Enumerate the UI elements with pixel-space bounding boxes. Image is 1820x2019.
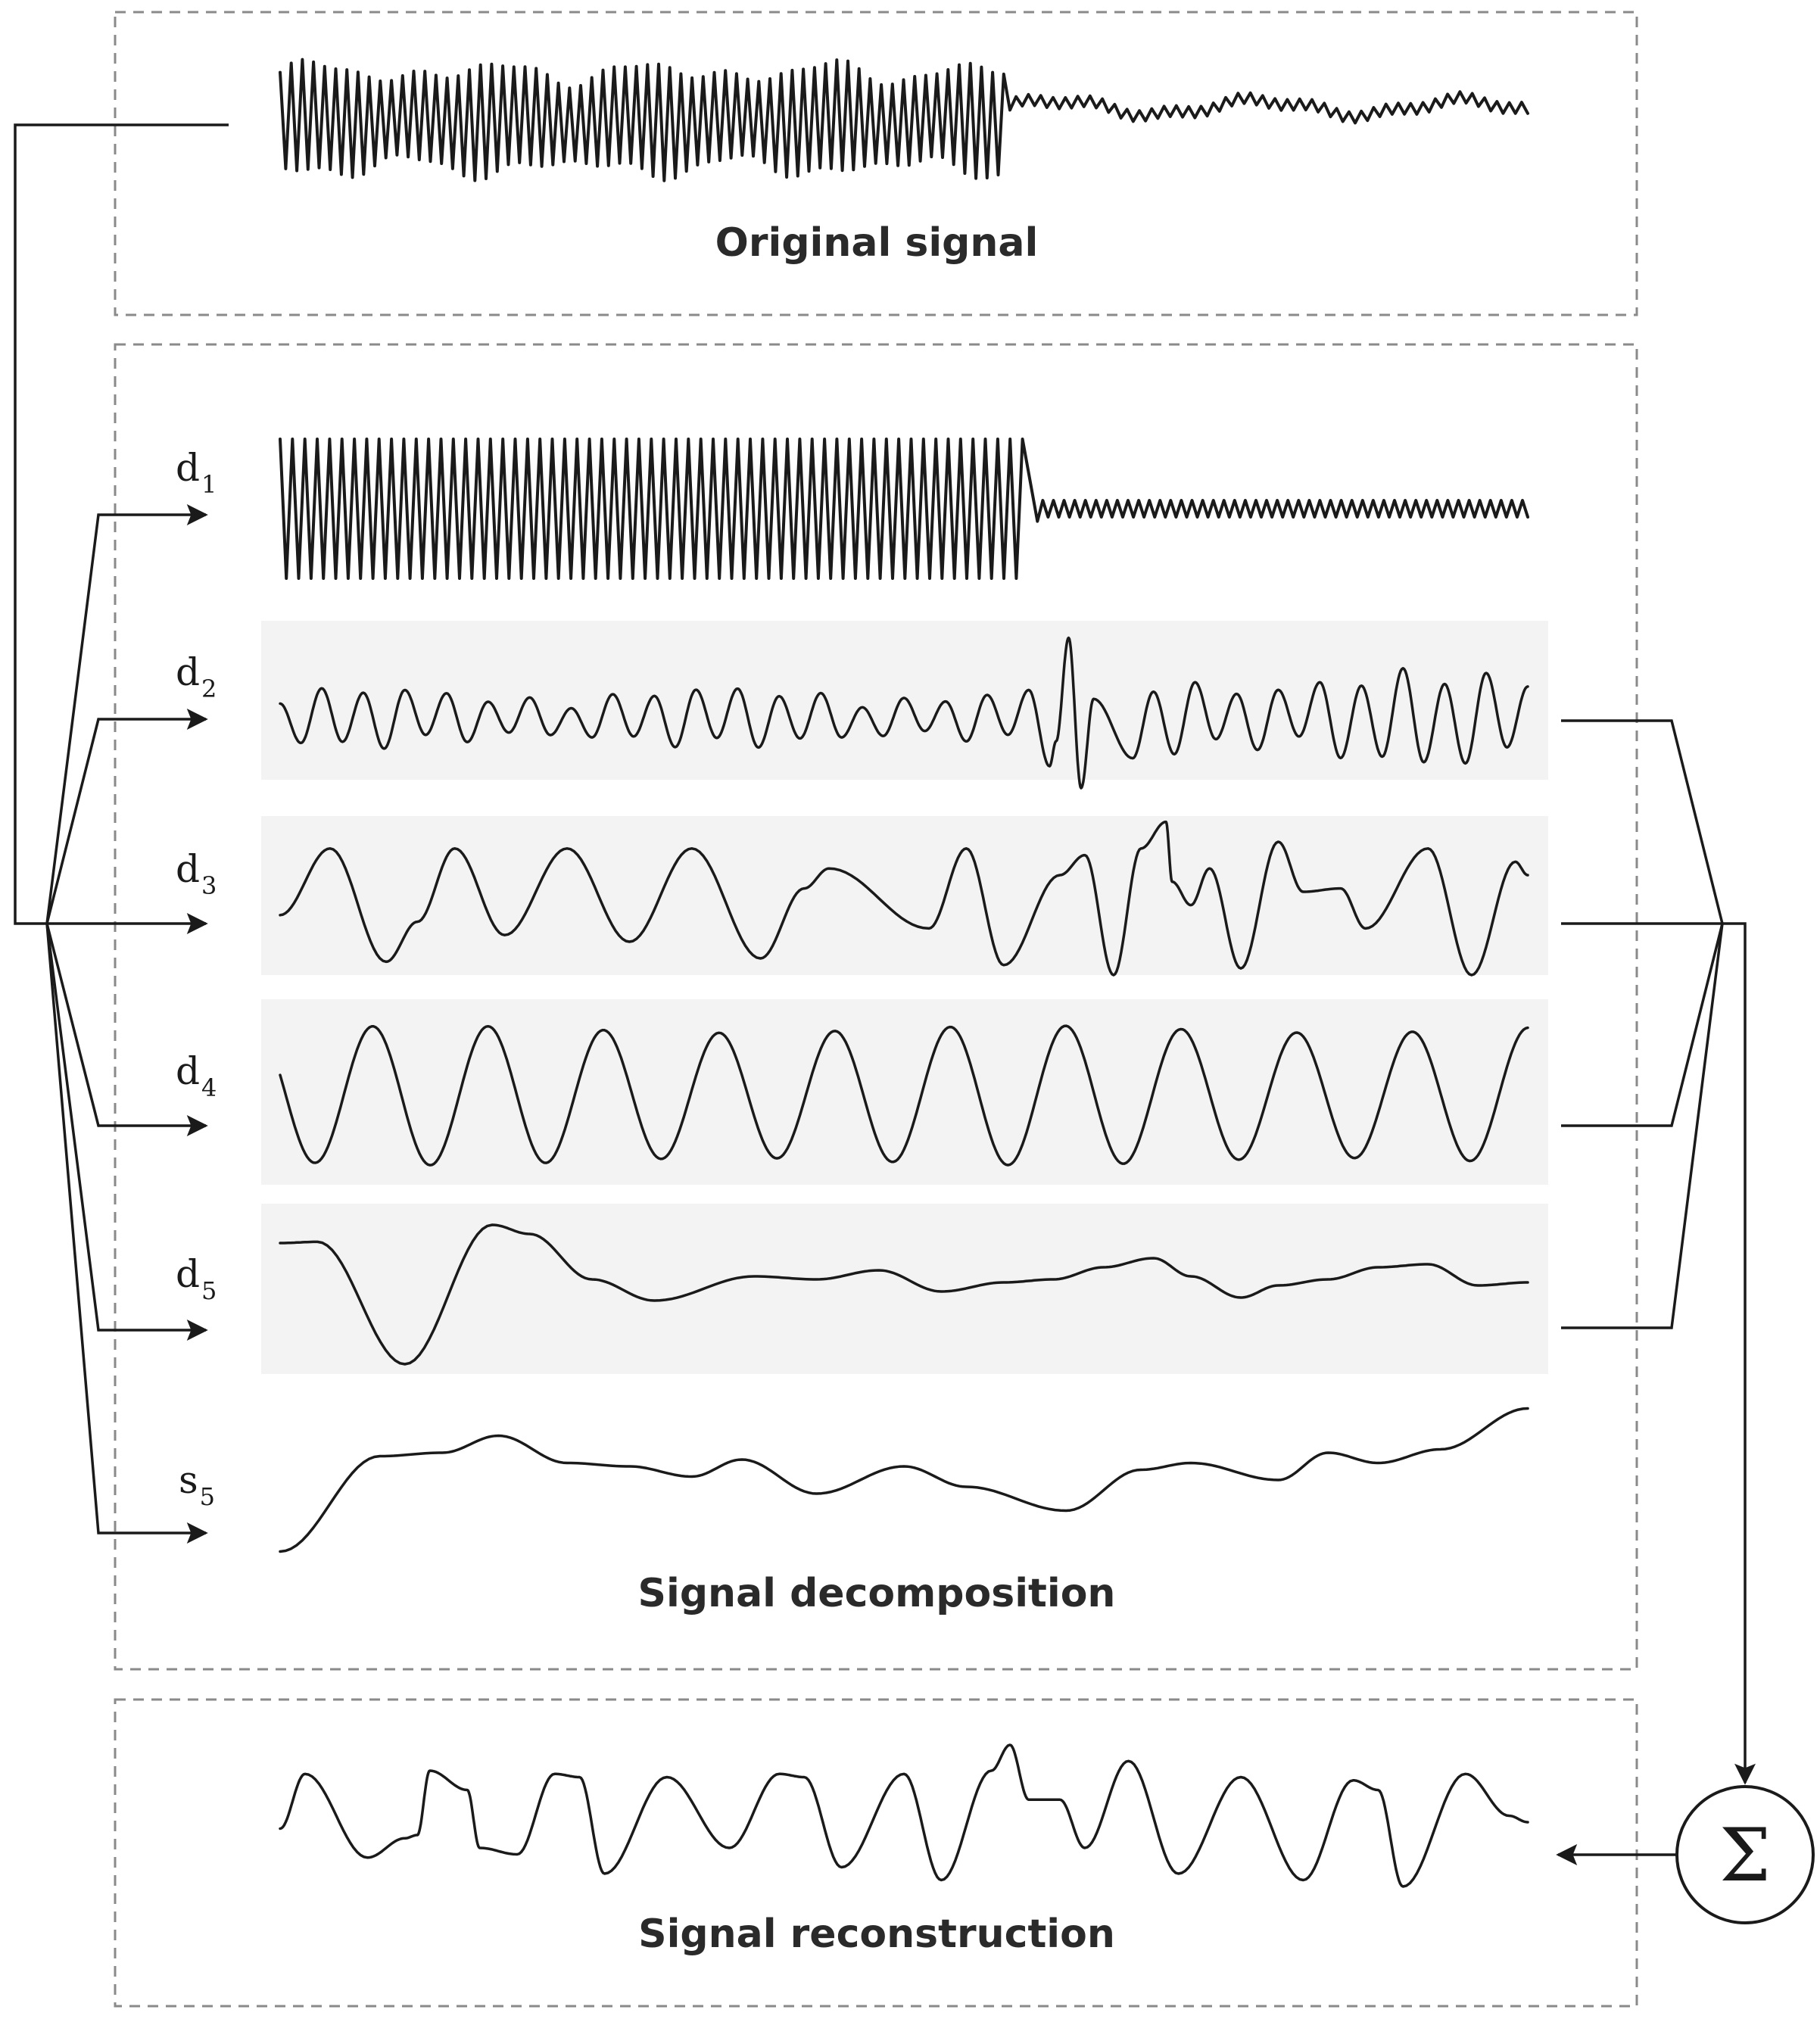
highlight-d4 [261,999,1548,1185]
wave-original-signal [279,58,1529,182]
label-s5: s5 [179,1458,215,1511]
connector-from-d5 [1561,923,1724,1329]
arrow-to-d1 [45,504,208,924]
arrow-to-d2 [45,709,208,924]
arrow-to-d5 [45,923,208,1341]
label-d5: d5 [176,1252,217,1305]
label-d3: d3 [176,847,217,900]
signal-reconstruction-title: Signal reconstruction [638,1912,1115,1957]
label-d1: d1 [176,446,217,499]
waveforms [279,58,1529,1888]
highlight-d5 [261,1204,1548,1374]
wave-s5 [279,1407,1529,1553]
signal-decomposition-title: Signal decomposition [638,1571,1116,1616]
input-connector [14,123,229,925]
wave-d3 [279,820,1529,977]
wave-d4 [279,1024,1529,1167]
panel-original [114,11,1638,316]
connector-from-d2 [1561,719,1724,924]
connector-to-sum [1722,922,1756,1785]
original-signal-title: Original signal [715,220,1039,266]
fan-out-arrows [45,504,208,1544]
highlight-d3 [261,816,1548,975]
arrow-to-d4 [45,923,208,1136]
sigma-icon: Σ [1719,1813,1771,1898]
label-d4: d4 [176,1049,217,1102]
panel-decomposition [114,343,1638,1671]
fan-in-connectors [1561,719,1756,1785]
wave-reconstruction [279,1743,1529,1888]
wave-d2 [279,636,1529,790]
wave-d5 [279,1223,1529,1366]
connector-from-d4 [1561,923,1724,1127]
highlight-d2 [261,621,1548,780]
arrow-to-s5 [45,923,208,1544]
wave-d1 [279,438,1529,580]
panel-reconstruction [114,1698,1638,2008]
label-d2: d2 [176,650,217,703]
